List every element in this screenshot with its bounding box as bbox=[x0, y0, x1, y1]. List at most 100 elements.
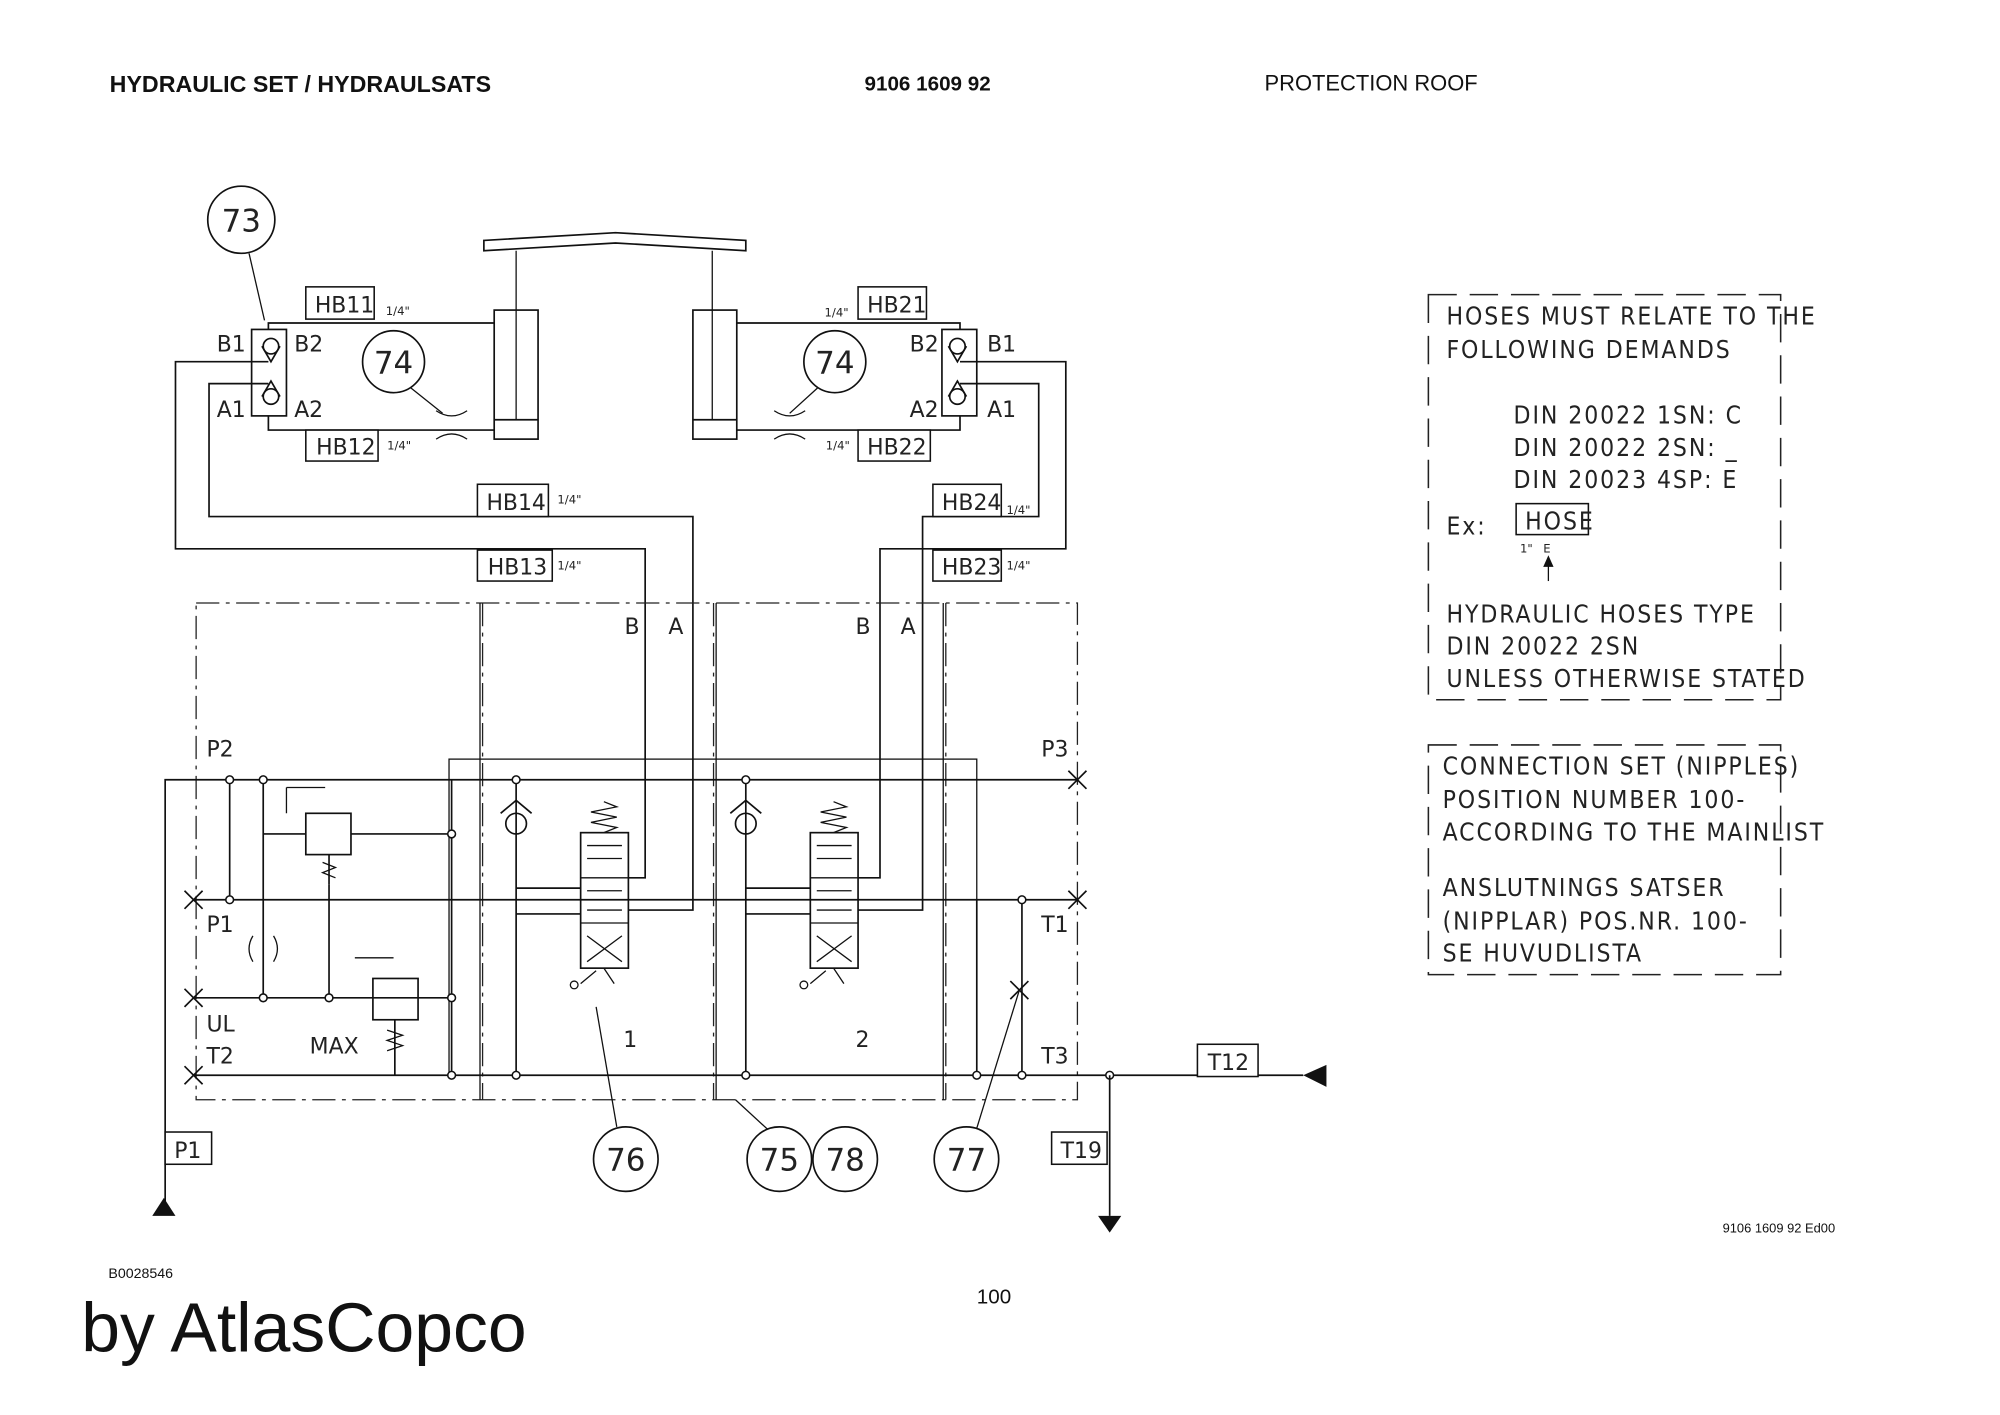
port-b-section2: B bbox=[855, 615, 870, 640]
balloon-73: 73 bbox=[206, 185, 276, 321]
svg-text:DIN 20022 2SN: DIN 20022 2SN bbox=[1446, 632, 1640, 661]
port-t1: T1 bbox=[1040, 913, 1068, 938]
svg-text:73: 73 bbox=[222, 203, 261, 239]
port-b1-right: B1 bbox=[987, 332, 1016, 357]
svg-text:T12: T12 bbox=[1207, 1051, 1249, 1076]
page-title: HYDRAULIC SET / HYDRAULSATS bbox=[110, 71, 491, 97]
left-cylinder-lines bbox=[174, 322, 694, 911]
svg-text:1/4": 1/4" bbox=[386, 304, 410, 318]
svg-text:(NIPPLAR) POS.NR. 100-: (NIPPLAR) POS.NR. 100- bbox=[1443, 906, 1749, 935]
svg-text:1/4": 1/4" bbox=[1006, 503, 1030, 517]
svg-text:UNLESS OTHERWISE STATED: UNLESS OTHERWISE STATED bbox=[1446, 664, 1806, 693]
section-2-label: 2 bbox=[855, 1028, 869, 1053]
part-number: 9106 1609 92 bbox=[865, 73, 991, 96]
svg-text:1/4": 1/4" bbox=[387, 438, 411, 452]
port-b-section1: B bbox=[625, 615, 640, 640]
svg-text:78: 78 bbox=[825, 1143, 864, 1179]
balloon-76: 76 bbox=[592, 1006, 659, 1193]
svg-text:DIN 20022 1SN: C: DIN 20022 1SN: C bbox=[1514, 401, 1743, 430]
main-lines bbox=[152, 770, 1327, 1233]
port-a2-right: A2 bbox=[910, 398, 939, 423]
svg-text:HB11: HB11 bbox=[315, 294, 374, 319]
connection-set-note: CONNECTION SET (NIPPLES) POSITION NUMBER… bbox=[1427, 744, 1826, 976]
svg-text:DIN 20023 4SP: E: DIN 20023 4SP: E bbox=[1514, 465, 1739, 494]
hose-requirements-note: HOSES MUST RELATE TO THE FOLLOWING DEMAN… bbox=[1427, 293, 1816, 701]
svg-text:ACCORDING TO THE MAINLIST: ACCORDING TO THE MAINLIST bbox=[1443, 817, 1826, 846]
port-b1-left: B1 bbox=[217, 332, 246, 357]
port-box-t12: T12 bbox=[1196, 1043, 1259, 1078]
max-pressure-label: MAX bbox=[310, 1034, 359, 1059]
svg-text:77: 77 bbox=[947, 1143, 986, 1179]
port-b2-right: B2 bbox=[910, 332, 939, 357]
page-number: 100 bbox=[977, 1286, 1011, 1309]
svg-text:1/4": 1/4" bbox=[825, 306, 849, 320]
svg-text:POSITION NUMBER 100-: POSITION NUMBER 100- bbox=[1443, 785, 1747, 814]
port-box-t19: T19 bbox=[1050, 1131, 1108, 1166]
svg-text:CONNECTION SET (NIPPLES): CONNECTION SET (NIPPLES) bbox=[1443, 752, 1801, 781]
port-t3: T3 bbox=[1040, 1045, 1068, 1070]
section-1-label: 1 bbox=[623, 1028, 637, 1053]
svg-text:1/4": 1/4" bbox=[557, 493, 581, 507]
balloon-78: 78 bbox=[812, 1126, 879, 1193]
port-box-p1: P1 bbox=[164, 1131, 213, 1166]
port-a1-left: A1 bbox=[217, 398, 246, 423]
svg-text:1/4": 1/4" bbox=[826, 438, 850, 452]
hose-label-hb14: HB14 1/4" bbox=[476, 483, 581, 518]
svg-text:HB13: HB13 bbox=[488, 556, 547, 581]
svg-text:76: 76 bbox=[606, 1143, 645, 1179]
cylinder-right bbox=[692, 309, 738, 440]
balloon-74-right: 74 bbox=[789, 329, 867, 414]
port-p1: P1 bbox=[206, 913, 233, 938]
port-a1-right: A1 bbox=[987, 398, 1016, 423]
svg-text:DIN 20022 2SN: _: DIN 20022 2SN: _ bbox=[1514, 433, 1739, 462]
directional-valve-2 bbox=[799, 801, 859, 990]
svg-text:P1: P1 bbox=[174, 1139, 201, 1164]
port-p2: P2 bbox=[206, 738, 233, 763]
svg-text:74: 74 bbox=[815, 345, 854, 381]
svg-text:HYDRAULIC HOSES TYPE: HYDRAULIC HOSES TYPE bbox=[1446, 599, 1755, 628]
svg-text:HB24: HB24 bbox=[942, 491, 1001, 516]
svg-text:HOSE: HOSE bbox=[1525, 506, 1595, 535]
port-ul: UL bbox=[206, 1012, 235, 1037]
svg-text:HB12: HB12 bbox=[316, 436, 375, 461]
edition-label: 9106 1609 92 Ed00 bbox=[1723, 1221, 1836, 1236]
directional-valve-1 bbox=[569, 801, 630, 990]
svg-text:Ex:: Ex: bbox=[1446, 512, 1486, 541]
svg-text:ANSLUTNINGS SATSER: ANSLUTNINGS SATSER bbox=[1443, 873, 1726, 902]
hose-label-hb24: HB24 1/4" bbox=[932, 483, 1030, 518]
port-t2: T2 bbox=[205, 1045, 233, 1070]
brand-watermark: by AtlasCopco bbox=[81, 1288, 526, 1366]
hose-label-hb12: HB12 1/4" bbox=[305, 429, 411, 462]
balloon-77: 77 bbox=[933, 989, 1020, 1193]
port-p3: P3 bbox=[1041, 738, 1068, 763]
svg-text:T19: T19 bbox=[1060, 1139, 1102, 1164]
hose-label-hb23: HB23 1/4" bbox=[932, 549, 1030, 582]
svg-text:1/4": 1/4" bbox=[1006, 558, 1030, 572]
protection-roof bbox=[483, 231, 747, 420]
svg-text:SE HUVUDLISTA: SE HUVUDLISTA bbox=[1443, 939, 1643, 968]
svg-text:74: 74 bbox=[374, 345, 413, 381]
drawing-number: B0028546 bbox=[108, 1266, 173, 1282]
svg-text:HB23: HB23 bbox=[942, 556, 1001, 581]
svg-text:HB14: HB14 bbox=[486, 491, 545, 516]
svg-text:1/4": 1/4" bbox=[557, 558, 581, 572]
port-a-section2: A bbox=[901, 615, 916, 640]
page-subtitle: PROTECTION ROOF bbox=[1265, 71, 1478, 96]
svg-text:E: E bbox=[1543, 542, 1550, 556]
valve-block-frame bbox=[195, 602, 1079, 1101]
hose-label-hb11: HB11 1/4" bbox=[305, 286, 410, 320]
svg-text:1": 1" bbox=[1520, 542, 1533, 556]
port-a-section1: A bbox=[668, 615, 683, 640]
port-a2-left: A2 bbox=[294, 398, 323, 423]
port-b2-left: B2 bbox=[294, 332, 323, 357]
hose-label-hb13: HB13 1/4" bbox=[476, 549, 581, 582]
hose-label-hb21: HB21 1/4" bbox=[825, 286, 928, 320]
balloon-75: 75 bbox=[735, 1099, 813, 1193]
cylinder-left bbox=[493, 309, 539, 440]
svg-text:HOSES MUST RELATE TO THE: HOSES MUST RELATE TO THE bbox=[1446, 301, 1816, 330]
svg-text:75: 75 bbox=[760, 1143, 799, 1179]
svg-text:HB21: HB21 bbox=[867, 294, 926, 319]
balloon-74-left: 74 bbox=[361, 329, 443, 414]
